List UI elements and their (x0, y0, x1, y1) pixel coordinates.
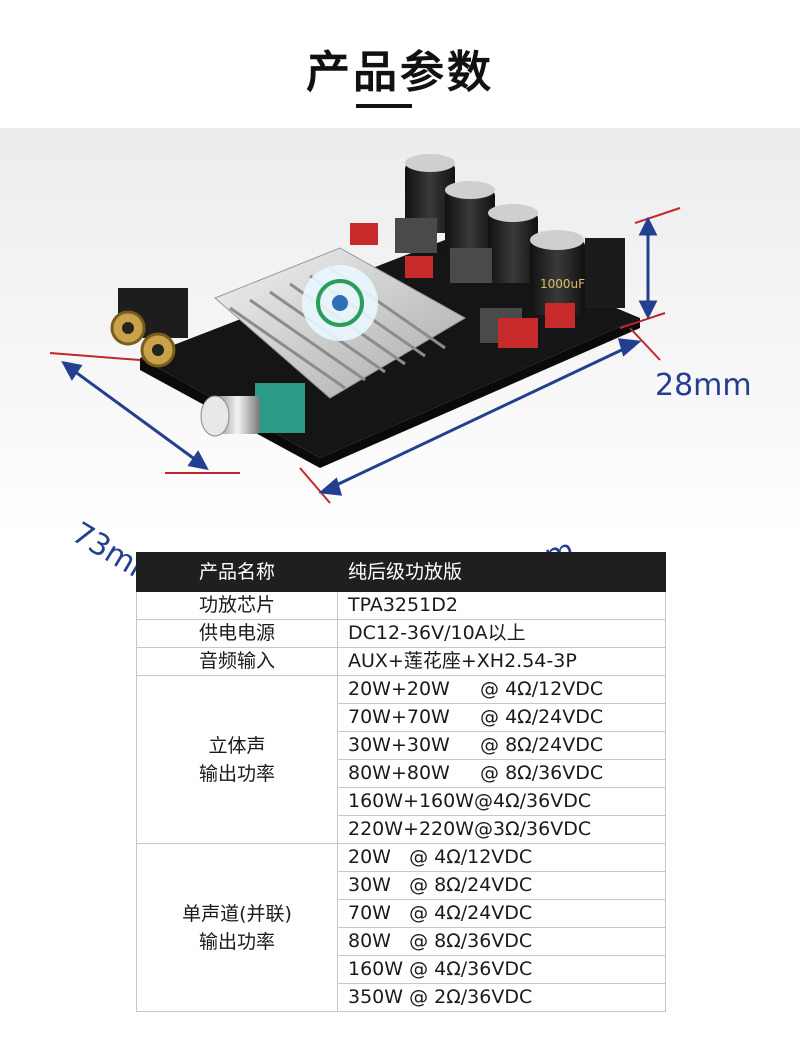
dimension-arrows (61, 216, 658, 496)
stereo-value: 80W+80W @ 8Ω/36VDC (337, 759, 666, 788)
table-row: 立体声 输出功率 20W+20W @ 4Ω/12VDC (136, 675, 666, 844)
table-row: 30W+30W @ 8Ω/24VDC (137, 731, 666, 760)
height-dimension-label: 28mm (655, 368, 752, 403)
table-row: 350W @ 2Ω/36VDC (137, 983, 666, 1012)
table-row: 160W @ 4Ω/36VDC (137, 955, 666, 984)
title-underline (356, 104, 412, 108)
page-title: 产品参数 (306, 47, 494, 98)
row-value: TPA3251D2 (337, 591, 666, 620)
row-label: 功放芯片 (136, 591, 338, 620)
stereo-value: 30W+30W @ 8Ω/24VDC (337, 731, 666, 760)
power-terminal (585, 238, 625, 308)
volume-knob-icon (200, 383, 305, 437)
inductor-icon (350, 218, 575, 348)
row-value: AUX+莲花座+XH2.54-3P (337, 647, 666, 676)
stereo-output-label: 立体声 输出功率 (136, 675, 338, 844)
mono-label-line1: 单声道(并联) (182, 902, 292, 925)
stereo-label-line1: 立体声 (208, 734, 266, 757)
spec-table: 产品名称 纯后级功放版 功放芯片 TPA3251D2 供电电源 DC12-36V… (136, 552, 666, 1012)
capacitor-icon: 1000uF 63V (405, 154, 613, 315)
stereo-label-line2: 输出功率 (198, 762, 275, 785)
stereo-value: 70W+70W @ 4Ω/24VDC (337, 703, 666, 732)
header-cell-value: 纯后级功放版 (337, 552, 666, 592)
amplifier-board-illustration: 1000uF 63V (49, 154, 681, 504)
stereo-value: 20W+20W @ 4Ω/12VDC (337, 675, 666, 704)
table-row: 供电电源 DC12-36V/10A以上 (136, 619, 666, 648)
table-row: 80W @ 8Ω/36VDC (137, 927, 666, 956)
mono-label-line2: 输出功率 (198, 930, 275, 953)
table-row: 音频输入 AUX+莲花座+XH2.54-3P (136, 647, 666, 676)
mono-value: 20W @ 4Ω/12VDC (337, 843, 666, 872)
row-label: 音频输入 (136, 647, 338, 676)
table-row: 70W+70W @ 4Ω/24VDC (137, 703, 666, 732)
product-photo: 1000uF 63V (0, 128, 800, 598)
mono-value: 70W @ 4Ω/24VDC (337, 899, 666, 928)
mono-value: 160W @ 4Ω/36VDC (337, 955, 666, 984)
stereo-value: 160W+160W@4Ω/36VDC (337, 787, 666, 816)
rca-jack-icon (110, 288, 188, 368)
mono-output-label: 单声道(并联) 输出功率 (136, 843, 338, 1012)
heatsink (214, 247, 467, 399)
mono-value: 30W @ 8Ω/24VDC (337, 871, 666, 900)
table-header-row: 产品名称 纯后级功放版 (136, 552, 666, 592)
table-row: 功放芯片 TPA3251D2 (136, 591, 666, 620)
table-row: 80W+80W @ 8Ω/36VDC (137, 759, 666, 788)
mono-value: 80W @ 8Ω/36VDC (337, 927, 666, 956)
mono-value: 350W @ 2Ω/36VDC (337, 983, 666, 1012)
header-cell-name: 产品名称 (136, 552, 338, 592)
row-label: 供电电源 (136, 619, 338, 648)
table-row: 单声道(并联) 输出功率 20W @ 4Ω/12VDC (136, 843, 666, 1012)
dimension-lines (49, 207, 681, 504)
row-value: DC12-36V/10A以上 (337, 619, 666, 648)
table-row: 220W+220W@3Ω/36VDC (137, 815, 666, 844)
stereo-value: 220W+220W@3Ω/36VDC (337, 815, 666, 844)
